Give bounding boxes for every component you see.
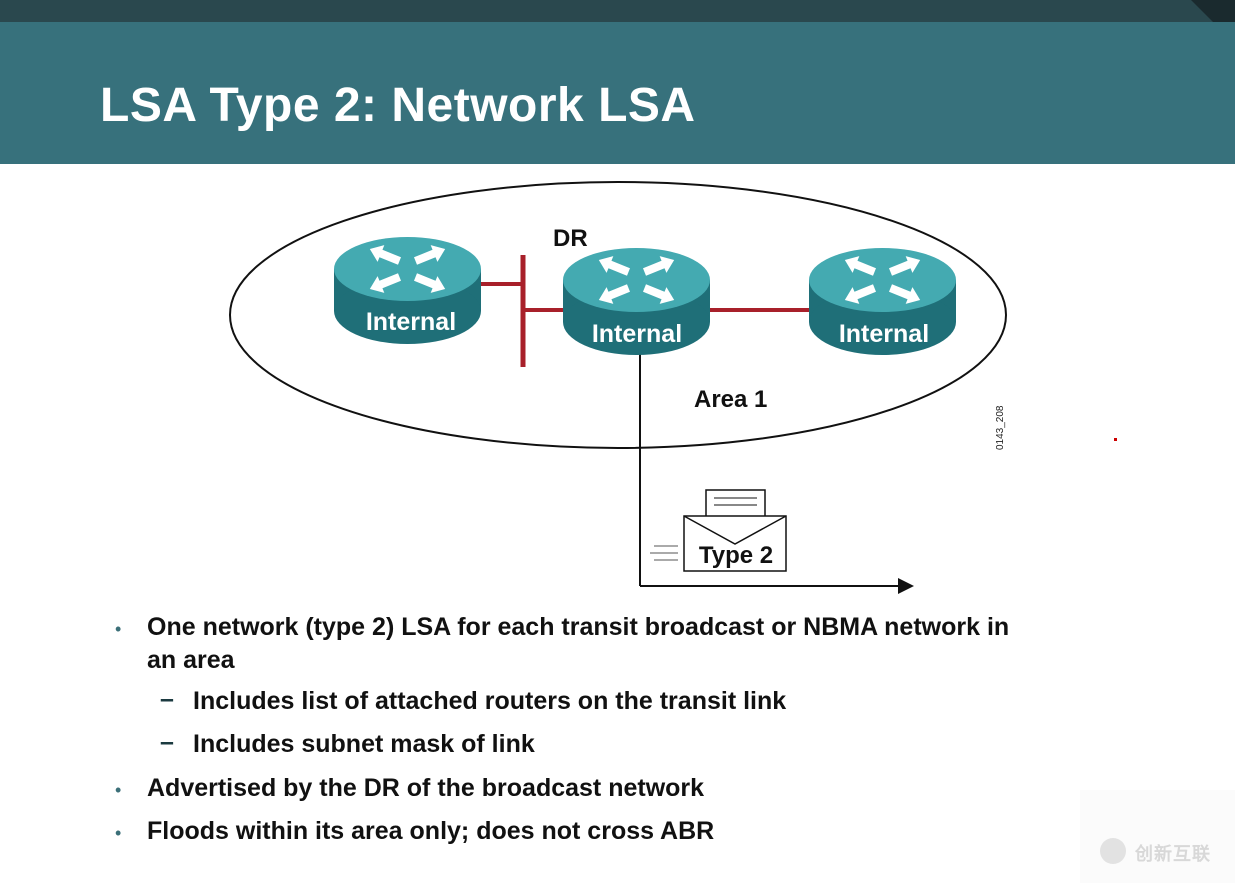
- bullet-3: Floods within its area only; does not cr…: [147, 817, 715, 845]
- sub-bullet-marker: –: [160, 728, 174, 756]
- area-label: Area 1: [694, 386, 767, 413]
- sub-bullet-marker: –: [160, 685, 174, 713]
- dr-label: DR: [553, 225, 588, 252]
- area-boundary: [229, 181, 1007, 449]
- router-right-icon: [809, 248, 956, 355]
- router-left-icon: [334, 237, 481, 344]
- top-strip: [0, 0, 1235, 22]
- title-bar: [0, 22, 1235, 164]
- slide-title: LSA Type 2: Network LSA: [100, 79, 696, 132]
- figure-code: 0143_208: [995, 405, 1006, 450]
- bullet-1-line-1: One network (type 2) LSA for each transi…: [147, 613, 1010, 641]
- router-dr-icon: [563, 248, 710, 355]
- bullet-marker: •: [115, 780, 122, 800]
- bullet-marker: •: [115, 823, 122, 843]
- sub-bullet-1: Includes list of attached routers on the…: [193, 687, 787, 715]
- watermark-area: [1080, 790, 1235, 883]
- bullet-1-line-2: an area: [147, 646, 235, 674]
- router-left-label: Internal: [366, 308, 456, 336]
- watermark-text: 创新互联: [1135, 844, 1211, 864]
- sub-bullet-2: Includes subnet mask of link: [193, 730, 535, 758]
- stray-mark: [1114, 438, 1117, 441]
- envelope-label: Type 2: [699, 542, 773, 569]
- flood-arrowhead: [898, 578, 914, 594]
- router-right-label: Internal: [839, 320, 929, 348]
- watermark-logo-icon: [1100, 838, 1126, 864]
- bullet-marker: •: [115, 619, 122, 639]
- router-dr-label: Internal: [592, 320, 682, 348]
- bullet-2: Advertised by the DR of the broadcast ne…: [147, 774, 705, 802]
- envelope-icon: [650, 489, 787, 572]
